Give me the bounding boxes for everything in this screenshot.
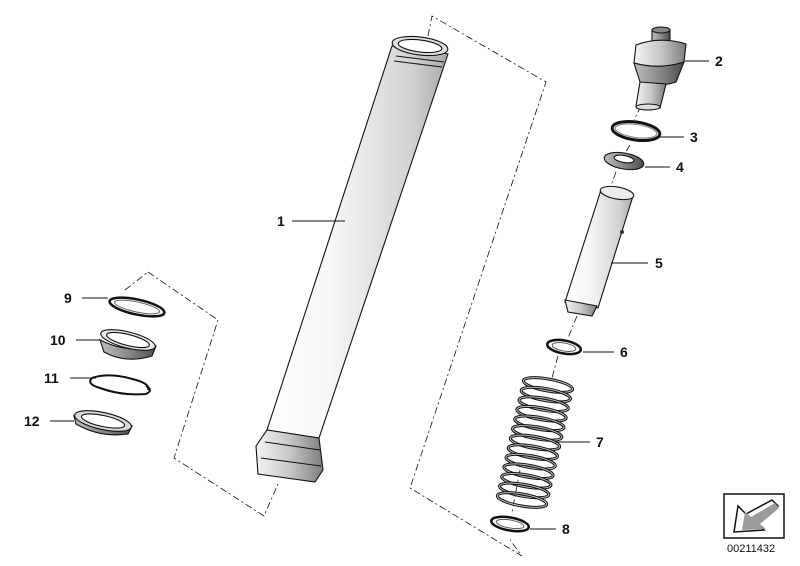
spring-coil-highlight	[520, 386, 571, 403]
small-ring	[545, 338, 583, 356]
slide-bushing	[99, 329, 157, 360]
spring-coil-highlight	[516, 405, 567, 422]
leader-lines	[50, 60, 709, 530]
spring-coil-highlight	[499, 482, 550, 499]
callout-8: 8	[562, 521, 570, 537]
callout-6: 6	[620, 344, 628, 360]
o-ring	[610, 119, 662, 143]
callout-10: 10	[50, 332, 66, 348]
spring-coil-highlight	[522, 377, 574, 393]
dust-seal	[73, 410, 134, 436]
callout-5: 5	[655, 255, 663, 271]
spring-coil-highlight	[503, 463, 554, 480]
callout-3: 3	[690, 129, 698, 145]
callout-1: 1	[277, 213, 285, 229]
spring-coil-highlight	[514, 415, 565, 432]
arrow-back-icon[interactable]	[723, 493, 785, 539]
assembly-line-left	[124, 271, 279, 517]
spring-coil-highlight	[496, 492, 548, 508]
spring-coil-highlight	[505, 453, 556, 470]
screw-plug	[633, 26, 687, 111]
bottom-ring	[490, 515, 530, 533]
fork-tube	[255, 35, 449, 483]
callout-7: 7	[596, 434, 604, 450]
callout-4: 4	[676, 159, 684, 175]
callout-9: 9	[64, 290, 72, 306]
spring-coil-highlight	[507, 444, 558, 460]
document-number: 00211432	[727, 543, 775, 555]
thin-ring	[108, 296, 166, 318]
washer	[603, 151, 645, 171]
damper-sleeve	[564, 185, 635, 317]
spring-coil-highlight	[509, 434, 561, 451]
circlip	[89, 374, 151, 396]
spring-coil-highlight	[512, 425, 563, 441]
callout-11: 11	[44, 370, 59, 386]
assembly-line-right	[409, 15, 547, 557]
coil-spring	[495, 376, 575, 509]
spring-coil-highlight	[518, 396, 569, 412]
callout-2: 2	[715, 53, 723, 69]
callout-12: 12	[24, 413, 40, 429]
spring-coil-highlight	[501, 473, 552, 489]
